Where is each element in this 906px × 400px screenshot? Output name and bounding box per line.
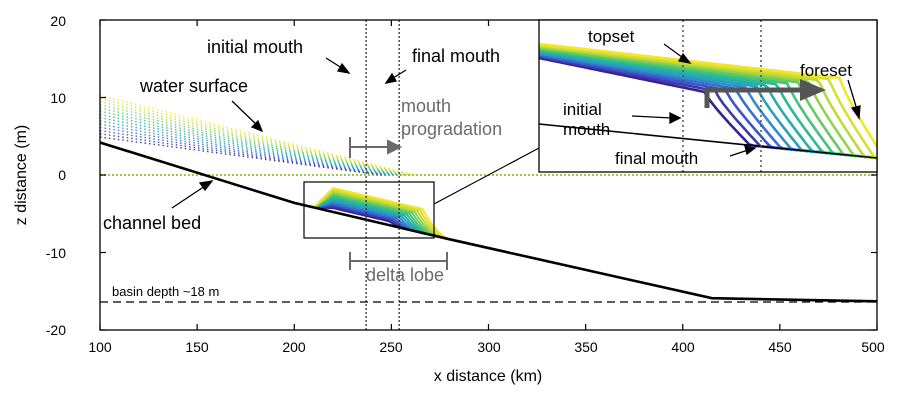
progradation-arrowhead xyxy=(387,139,403,155)
water-surface-line xyxy=(100,126,390,176)
delta-lobe-marker xyxy=(349,252,448,270)
water-surface-line xyxy=(100,117,398,176)
y-tick-label: 10 xyxy=(50,90,66,106)
inset-initial-mouth-label-line2: mouth xyxy=(563,120,610,139)
zoom-connector xyxy=(433,147,540,205)
initial-mouth-label: initial mouth xyxy=(207,37,303,57)
y-tick-label: 0 xyxy=(58,167,66,183)
x-tick-label: 350 xyxy=(574,339,598,355)
inset-final-mouth-arrowhead xyxy=(744,145,757,156)
initial-mouth-arrowhead xyxy=(336,62,351,74)
channel-bed-arrow xyxy=(171,183,209,209)
inset-final-mouth-label: final mouth xyxy=(615,149,698,168)
water-surface-line xyxy=(100,133,385,176)
topset-label: topset xyxy=(588,27,635,46)
inset-panel: topset foreset initial mouth final mouth xyxy=(538,19,878,173)
zoom-box xyxy=(303,181,435,239)
x-tick-label: 200 xyxy=(282,339,306,355)
y-tick-labels: -20 -10 0 10 20 xyxy=(46,13,66,338)
water-surface-line xyxy=(100,107,405,176)
channel-bed-label: channel bed xyxy=(103,213,201,233)
inset-deposit-profiles xyxy=(539,42,877,160)
inset-progradation-arrow xyxy=(704,87,800,108)
mouth-progradation-label-line2: progradation xyxy=(401,119,502,139)
inset-deposit-line xyxy=(539,47,877,160)
foreset-arrowhead xyxy=(850,105,861,120)
inset-initial-mouth-arrow xyxy=(631,115,673,119)
basin-depth-label: basin depth ~18 m xyxy=(112,284,219,299)
inset-progradation-arrowhead xyxy=(800,79,826,101)
water-surface-line xyxy=(100,120,395,176)
x-axis-label: x distance (km) xyxy=(434,368,542,385)
water-surface-line xyxy=(100,100,410,176)
topset-arrowhead xyxy=(677,52,692,64)
mouth-progradation-marker xyxy=(349,137,403,158)
inset-channel-bed-line xyxy=(539,123,877,159)
plot-area xyxy=(100,20,877,330)
inset-deposit-line xyxy=(539,42,877,148)
water-surface-line xyxy=(100,113,400,176)
water-surface-line xyxy=(100,129,387,176)
inset-initial-mouth-label-line1: initial xyxy=(563,100,602,119)
x-tick-label: 300 xyxy=(477,339,501,355)
final-mouth-label: final mouth xyxy=(412,46,500,66)
x-tick-label: 400 xyxy=(671,339,695,355)
delta-deposit-profiles xyxy=(303,187,489,250)
x-tick-label: 250 xyxy=(379,339,403,355)
water-surface-line xyxy=(100,94,415,176)
x-tick-label: 150 xyxy=(185,339,209,355)
y-tick-label: -20 xyxy=(46,322,66,338)
water-surface-line xyxy=(100,104,408,176)
y-axis-label: z distance (m) xyxy=(13,125,30,225)
water-surface-line xyxy=(100,110,403,176)
x-tick-label: 450 xyxy=(768,339,792,355)
channel-bed-profile xyxy=(100,141,877,303)
inset-frame xyxy=(538,19,878,173)
channel-bed-arrowhead xyxy=(198,180,214,192)
x-tick-labels: 100 150 200 250 300 350 400 450 500 xyxy=(88,339,885,355)
inset-deposit-line xyxy=(539,48,877,160)
x-tick-label: 500 xyxy=(861,339,885,355)
y-tick-label: 20 xyxy=(50,13,66,29)
inset-initial-mouth-arrowhead xyxy=(669,111,682,125)
inset-arrows xyxy=(631,43,861,157)
water-surface-arrowhead xyxy=(250,119,264,133)
y-tick-label: -10 xyxy=(46,245,66,261)
inset-final-mouth-arrow xyxy=(729,149,749,157)
inset-deposit-line xyxy=(539,49,877,160)
mouth-progradation-label-line1: mouth xyxy=(401,96,451,116)
water-surface-line xyxy=(100,97,413,176)
water-surface-label: water surface xyxy=(139,76,248,96)
water-surface-line xyxy=(100,123,392,176)
foreset-label: foreset xyxy=(800,61,852,80)
x-tick-label: 100 xyxy=(88,339,112,355)
delta-lobe-label: delta lobe xyxy=(366,265,444,285)
final-mouth-arrowhead xyxy=(384,72,398,84)
annotation-arrows xyxy=(171,57,407,209)
channel-bed-line xyxy=(100,141,877,303)
